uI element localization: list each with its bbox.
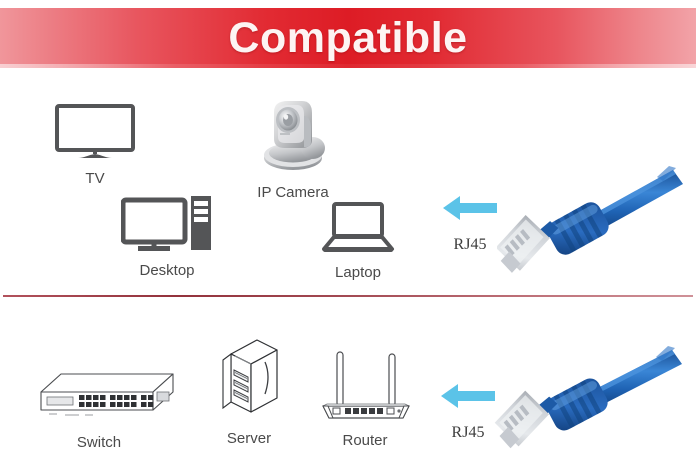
- device-switch: Switch: [18, 362, 180, 452]
- device-tv: TV: [47, 104, 143, 188]
- device-server: Server: [205, 336, 293, 448]
- desktop-computer-icon: [120, 196, 213, 257]
- tv-icon: [54, 104, 136, 165]
- device-desktop: Desktop: [113, 196, 221, 280]
- device-label-router: Router: [342, 432, 388, 449]
- laptop-icon: [321, 202, 395, 259]
- ip-camera-icon: [254, 96, 332, 179]
- server-rack-icon: [213, 336, 285, 425]
- rj45-label-top: RJ45: [453, 236, 487, 253]
- device-laptop: Laptop: [312, 202, 404, 282]
- wifi-router-icon: [315, 348, 415, 427]
- network-switch-icon: [23, 362, 175, 429]
- device-label-laptop: Laptop: [335, 264, 381, 281]
- arrow-left-icon: [441, 383, 495, 414]
- device-label-ip-camera: IP Camera: [257, 184, 329, 201]
- header-banner: Compatible: [0, 8, 696, 68]
- device-label-server: Server: [226, 430, 272, 447]
- ethernet-cable-icon-bottom: [494, 340, 696, 457]
- device-label-tv: TV: [85, 170, 105, 187]
- arrow-left-icon: [443, 195, 497, 226]
- device-label-switch: Switch: [76, 434, 122, 451]
- device-ip-camera: IP Camera: [239, 96, 347, 202]
- rj45-connector-bottom: RJ45: [430, 383, 506, 442]
- rj45-label-bottom: RJ45: [451, 424, 485, 441]
- ethernet-cable-icon-top: [495, 162, 696, 287]
- page-title: Compatible: [228, 13, 468, 62]
- section-divider: [3, 295, 693, 297]
- rj45-connector-top: RJ45: [432, 195, 508, 254]
- device-router: Router: [312, 348, 418, 450]
- device-label-desktop: Desktop: [139, 262, 195, 279]
